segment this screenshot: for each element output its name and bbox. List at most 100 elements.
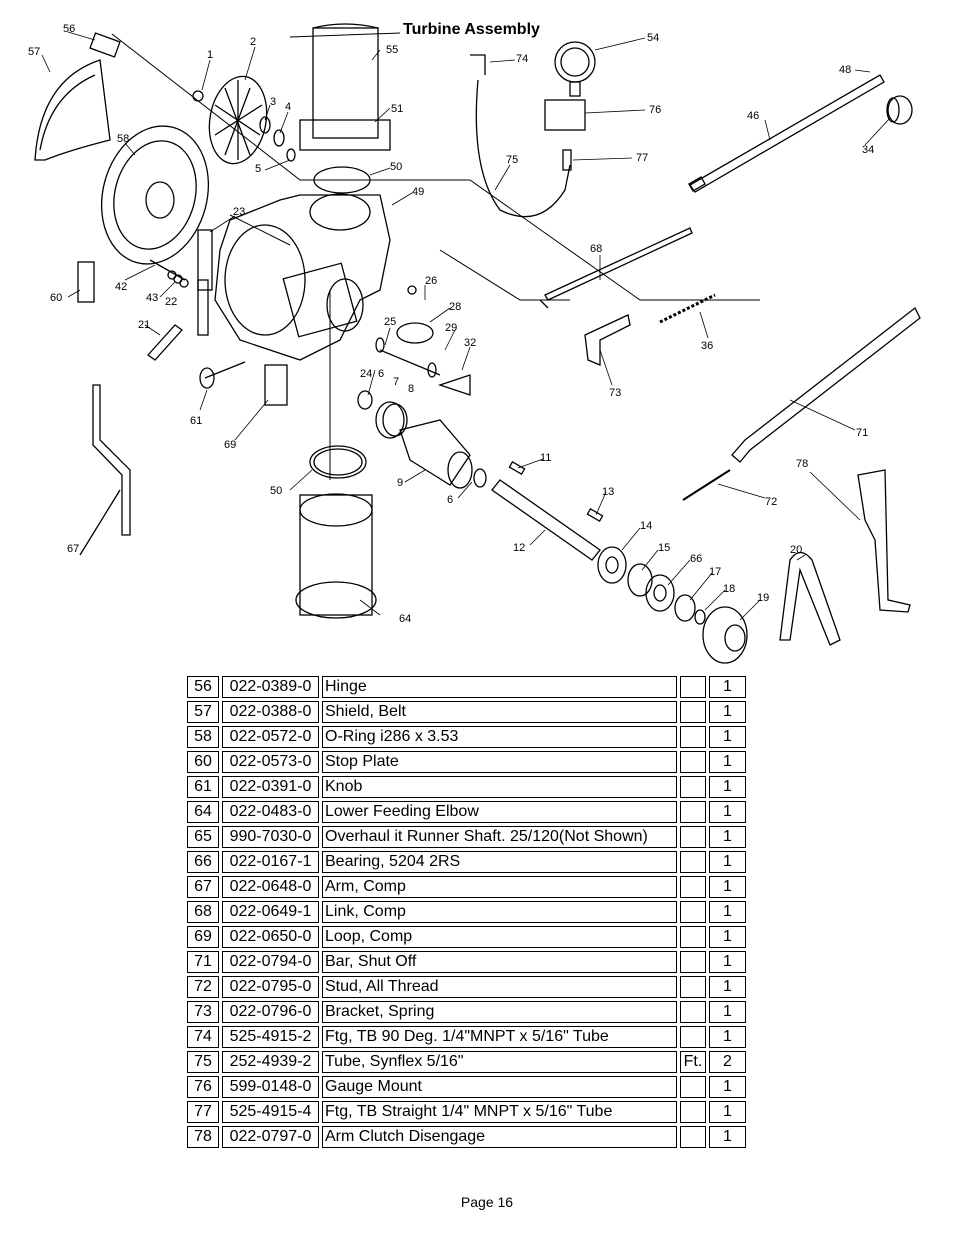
callout-label: 69	[224, 439, 236, 451]
page-title: Turbine Assembly	[403, 21, 540, 38]
quantity-cell: 1	[709, 976, 746, 998]
runner-shaft	[491, 479, 601, 561]
quantity-cell: 1	[709, 951, 746, 973]
description-cell: Lower Feeding Elbow	[322, 801, 677, 823]
quantity-cell: 1	[709, 776, 746, 798]
callout-label: 15	[658, 542, 670, 554]
item-number-cell: 61	[187, 776, 219, 798]
callout-label: 58	[117, 133, 129, 145]
page-number: Page 16	[460, 1194, 514, 1210]
part-number-cell: 022-0483-0	[222, 801, 319, 823]
quantity-cell: 1	[709, 826, 746, 848]
callout-label: 42	[115, 281, 127, 293]
callout-label: 56	[63, 23, 75, 35]
item-number-cell: 65	[187, 826, 219, 848]
part-number-cell: 022-0391-0	[222, 776, 319, 798]
callout-label: 66	[690, 553, 702, 565]
callout-label: 4	[285, 101, 291, 113]
unit-cell	[680, 1101, 706, 1123]
callout-label: 5	[255, 163, 261, 175]
item-number-cell: 78	[187, 1126, 219, 1148]
callout-label: 73	[609, 387, 621, 399]
unit-cell	[680, 1026, 706, 1048]
lower-elbow	[299, 494, 373, 616]
item-number-cell: 68	[187, 901, 219, 923]
callout-label: 36	[701, 340, 713, 352]
v-belt	[779, 551, 841, 646]
quantity-cell: 1	[709, 751, 746, 773]
part-number-cell: 525-4915-4	[222, 1101, 319, 1123]
callout-label: 78	[796, 458, 808, 470]
callout-label: 11	[540, 452, 551, 464]
description-cell: O-Ring i286 x 3.53	[322, 726, 677, 748]
upper-pipe	[312, 27, 379, 139]
description-cell: Tube, Synflex 5/16"	[322, 1051, 677, 1073]
callout-label: 34	[862, 144, 874, 156]
callout-label: 51	[391, 103, 403, 115]
callout-label: 64	[399, 613, 411, 625]
item-number-cell: 64	[187, 801, 219, 823]
part-number-cell: 990-7030-0	[222, 826, 319, 848]
description-cell: Stop Plate	[322, 751, 677, 773]
item-number-cell: 75	[187, 1051, 219, 1073]
item-number-cell: 77	[187, 1101, 219, 1123]
item-number-cell: 73	[187, 1001, 219, 1023]
description-cell: Hinge	[322, 676, 677, 698]
quantity-cell: 1	[709, 876, 746, 898]
exploded-parts-diagram: 56 57 2 1 3 4 5 58 51 55 50 49 23 42 43 …	[28, 23, 921, 664]
callout-label: 67	[67, 543, 79, 555]
part-number-cell: 022-0794-0	[222, 951, 319, 973]
pump-body	[214, 194, 391, 361]
callout-label: 14	[640, 520, 652, 532]
part-number-cell: 022-0167-1	[222, 851, 319, 873]
part-number-cell: 252-4939-2	[222, 1051, 319, 1073]
quantity-cell: 1	[709, 676, 746, 698]
callout-label: 76	[649, 104, 661, 116]
item-number-cell: 69	[187, 926, 219, 948]
unit-cell	[680, 951, 706, 973]
part-number-cell: 022-0795-0	[222, 976, 319, 998]
description-cell: Ftg, TB Straight 1/4" MNPT x 5/16" Tube	[322, 1101, 677, 1123]
callout-label: 46	[747, 110, 759, 122]
callout-label: 17	[709, 566, 721, 578]
part-number-cell: 022-0572-0	[222, 726, 319, 748]
unit-cell	[680, 1076, 706, 1098]
description-cell: Arm, Comp	[322, 876, 677, 898]
callout-label: 12	[513, 542, 525, 554]
shut-off-rod	[689, 74, 885, 193]
comp-link	[544, 227, 693, 301]
assembly-guide-lines	[111, 32, 760, 480]
description-cell: Bearing, 5204 2RS	[322, 851, 677, 873]
callout-label: 60	[50, 292, 62, 304]
callout-label: 2	[250, 36, 256, 48]
callout-label: 74	[516, 53, 528, 65]
callout-label: 61	[190, 415, 202, 427]
belt-shield	[34, 59, 111, 161]
callout-label: 23	[233, 206, 245, 218]
item-number-cell: 67	[187, 876, 219, 898]
shut-off-bar	[731, 307, 921, 463]
callout-label: 72	[765, 496, 777, 508]
part-number-cell: 022-0573-0	[222, 751, 319, 773]
callout-label: 22	[165, 296, 177, 308]
unit-cell	[680, 851, 706, 873]
item-number-cell: 72	[187, 976, 219, 998]
unit-cell	[680, 726, 706, 748]
unit-cell	[680, 976, 706, 998]
description-cell: Gauge Mount	[322, 1076, 677, 1098]
callout-label: 75	[506, 154, 518, 166]
description-cell: Arm Clutch Disengage	[322, 1126, 677, 1148]
part-number-cell: 022-0649-1	[222, 901, 319, 923]
callout-label: 7	[393, 376, 399, 388]
description-cell: Bar, Shut Off	[322, 951, 677, 973]
quantity-cell: 1	[709, 901, 746, 923]
callout-label: 32	[464, 337, 476, 349]
callout-label: 6	[447, 494, 453, 506]
comp-arm	[92, 384, 131, 536]
callout-label: 71	[856, 427, 868, 439]
